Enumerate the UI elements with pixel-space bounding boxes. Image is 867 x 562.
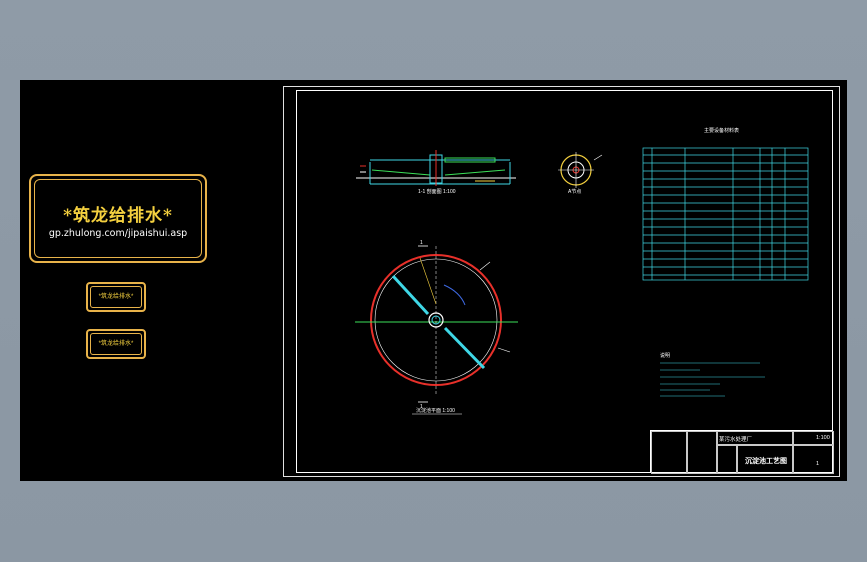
title-block-scale: 1:100: [816, 435, 830, 441]
detail-label: A节点: [568, 189, 581, 195]
detail-view: [558, 152, 603, 188]
title-block-project: 某污水处理厂: [719, 437, 753, 443]
title-block: 某污水处理厂 沉淀池工艺图 1:100 1: [650, 430, 834, 474]
watermark-badge: *筑龙给排水* gp.zhulong.com/jipaishui.asp: [29, 174, 207, 263]
plan-view: [355, 245, 518, 415]
north-tag-top: 1: [420, 240, 423, 246]
sheet-outer-frame: [283, 86, 840, 477]
notes-block: [660, 362, 765, 397]
table-heading: 主要设备材料表: [704, 127, 739, 134]
plan-label: 沉淀池平面 1:100: [416, 407, 455, 414]
section-view: [356, 150, 516, 186]
link-button-bottom[interactable]: *筑龙给排水*: [86, 329, 146, 359]
title-block-sheet: 1: [816, 461, 820, 467]
link-button-top[interactable]: *筑龙给排水*: [86, 282, 146, 312]
section-label: 1-1 剖面图 1:100: [418, 188, 456, 195]
sheet-inner-frame: [296, 90, 833, 473]
title-block-drawing-name: 沉淀池工艺图: [745, 458, 787, 465]
equipment-table: [642, 147, 809, 281]
north-tag-bottom: 1: [420, 404, 423, 410]
notes-heading: 说明: [660, 352, 670, 359]
